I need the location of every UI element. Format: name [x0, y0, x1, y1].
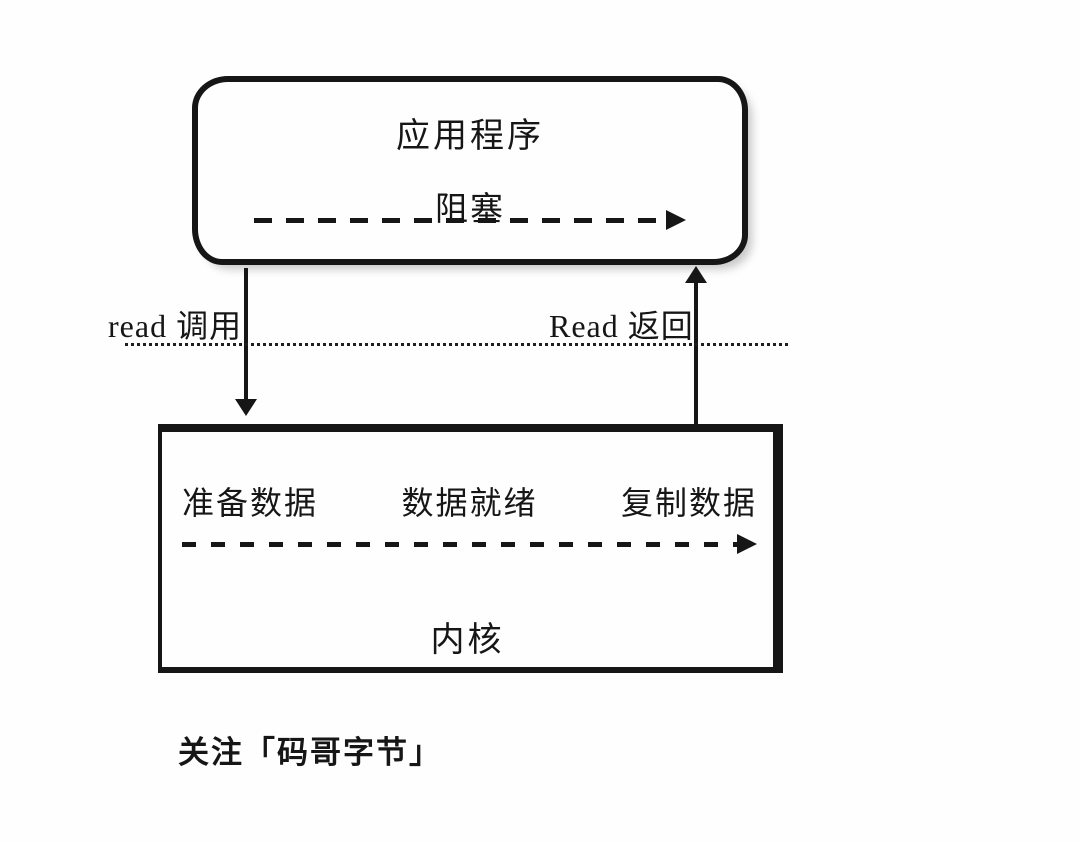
- kernel-steps-row: 准备数据 数据就绪 复制数据: [182, 478, 757, 524]
- kernel-box: 准备数据 数据就绪 复制数据 内核: [158, 424, 783, 673]
- arrowhead-up-icon: [685, 266, 707, 283]
- read-return-arrow-line: [694, 281, 698, 425]
- read-call-label: read 调用: [108, 308, 243, 344]
- arrowhead-right-icon: [737, 534, 757, 554]
- footer-caption: 关注「码哥字节」: [178, 735, 442, 770]
- user-kernel-boundary-line: [125, 343, 790, 346]
- read-call-arrow-line: [244, 268, 248, 401]
- application-box: 应用程序 阻塞: [192, 76, 748, 265]
- kernel-dashed-arrow: [182, 534, 757, 554]
- dashed-line: [254, 217, 666, 223]
- step-copy-data-label: 复制数据: [620, 485, 757, 521]
- arrowhead-down-icon: [235, 399, 257, 416]
- dashed-line: [182, 541, 737, 547]
- arrowhead-right-icon: [666, 210, 686, 230]
- step-data-ready-label: 数据就绪: [401, 485, 538, 521]
- step-prepare-data-label: 准备数据: [182, 485, 319, 521]
- blocking-dashed-arrow: [254, 210, 686, 230]
- read-return-label: Read 返回: [549, 308, 694, 344]
- application-box-title: 应用程序: [396, 118, 544, 155]
- kernel-box-title: 内核: [430, 622, 505, 659]
